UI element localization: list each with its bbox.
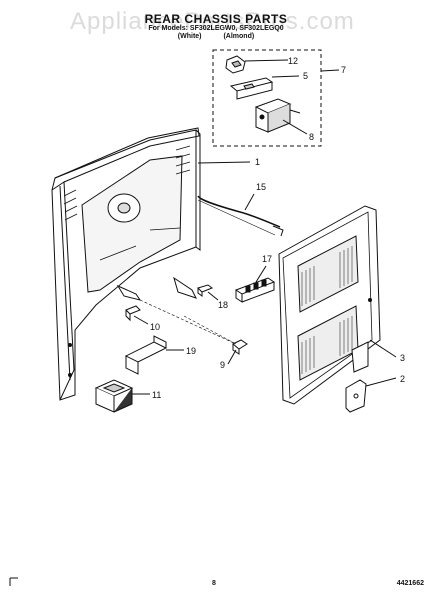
variant-almond: (Almond)	[223, 33, 255, 40]
document-code: 4421662	[396, 580, 424, 587]
part-9-clip	[232, 339, 248, 355]
callout-3: 3	[400, 353, 405, 363]
callout-8: 8	[309, 132, 314, 142]
callout-2: 2	[400, 374, 405, 384]
watermark: AppliancePartsPros.com	[70, 8, 355, 35]
part-17-terminal-strip	[234, 277, 276, 303]
leader-7	[320, 69, 340, 72]
leader-10	[133, 315, 149, 325]
leader-15	[244, 193, 255, 211]
part-3-rear-cover	[278, 205, 381, 405]
leader-9	[227, 349, 237, 365]
diagram-title: REAR CHASSIS PARTS	[144, 12, 288, 26]
callout-18: 18	[218, 300, 228, 310]
callout-9: 9	[220, 360, 225, 370]
callout-15: 15	[256, 182, 266, 192]
leader-12	[244, 59, 289, 62]
variant-white: (White)	[177, 33, 202, 40]
leader-18	[207, 291, 219, 301]
leader-17	[255, 265, 267, 283]
part-11-box	[94, 379, 134, 413]
leader-2	[365, 377, 397, 387]
callout-12: 12	[288, 56, 298, 66]
part-10-clip	[125, 305, 141, 322]
part-18-connector	[197, 284, 214, 297]
part-8-terminal-block	[254, 98, 301, 133]
leader-1	[197, 161, 251, 164]
color-variants: (White) (Almond)	[0, 33, 432, 40]
part-15-wire	[197, 195, 284, 237]
callout-10: 10	[150, 322, 160, 332]
model-subtitle: For Models: SF302LEGW0, SF302LEGQ0	[148, 25, 284, 32]
part-12-clip	[225, 55, 246, 74]
callout-11: 11	[152, 390, 161, 400]
leader-8	[282, 119, 308, 135]
part-5-bracket	[229, 77, 274, 100]
part-1-rear-chassis	[51, 127, 201, 401]
leader-3	[369, 339, 397, 358]
corner-mark	[9, 577, 18, 586]
part-19-bracket	[124, 335, 168, 375]
page-number: 8	[212, 580, 216, 587]
callout-1: 1	[255, 157, 260, 167]
leader-5	[271, 75, 300, 78]
part-2-access-cover	[345, 379, 367, 413]
kit-7-dashed-box	[212, 49, 322, 147]
callout-19: 19	[186, 346, 196, 356]
callout-7: 7	[341, 65, 346, 75]
callout-17: 17	[262, 254, 272, 264]
callout-5: 5	[303, 71, 308, 81]
